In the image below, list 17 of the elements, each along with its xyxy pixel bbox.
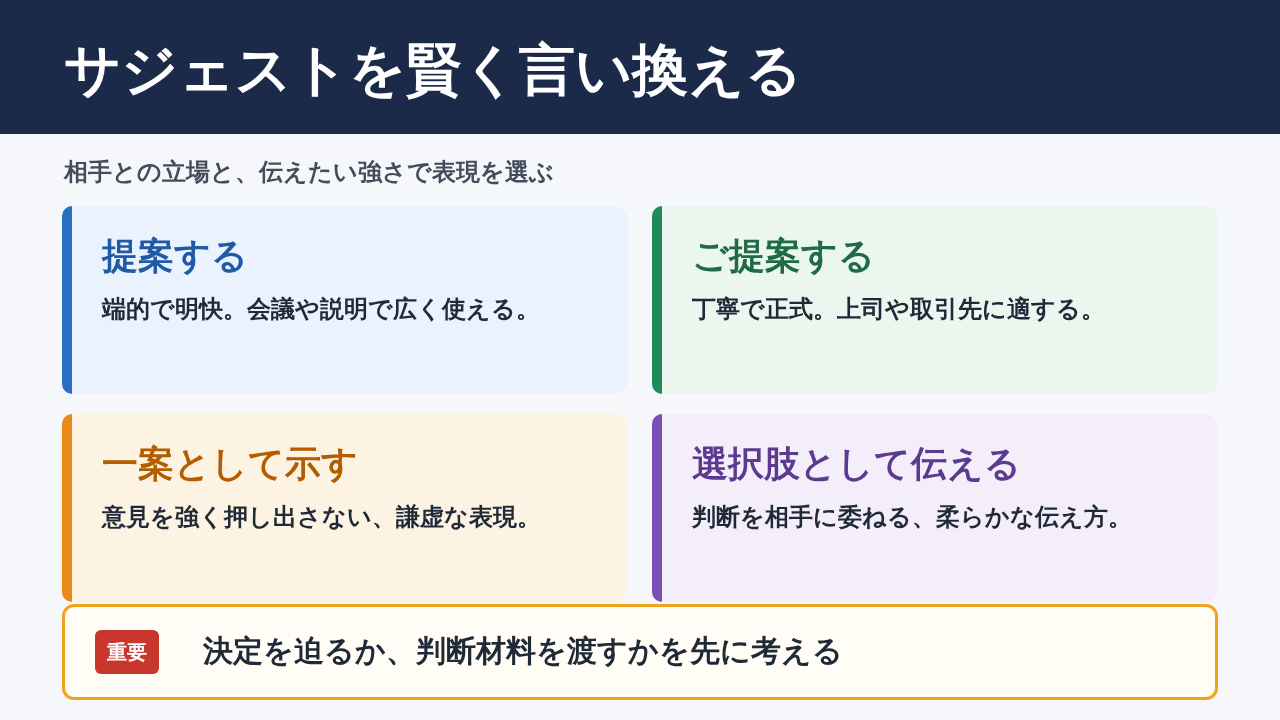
expression-card [652,206,1218,394]
callout-text: 決定を迫るか、判断材料を渡すかを先に考える [203,632,843,670]
card-heading: 提案する [102,234,248,278]
expression-card [62,206,628,394]
expression-card [652,414,1218,602]
expression-card [62,414,628,602]
card-heading: 選択肢として伝える [692,442,1021,486]
card-description: 丁寧で正式。上司や取引先に適する。 [692,294,1106,325]
subtitle: 相手との立場と、伝えたい強さで表現を選ぶ [64,157,554,188]
slide-title: サジェストを賢く言い換える [64,36,802,104]
card-heading: 一案として示す [102,442,358,486]
card-description: 判断を相手に委ねる、柔らかな伝え方。 [692,502,1133,533]
callout-box [62,604,1218,700]
important-badge: 重要 [95,630,159,674]
card-description: 意見を強く押し出さない、謙虚な表現。 [102,502,542,533]
card-description: 端的で明快。会議や説明で広く使える。 [102,294,541,325]
card-heading: ご提案する [692,234,875,278]
